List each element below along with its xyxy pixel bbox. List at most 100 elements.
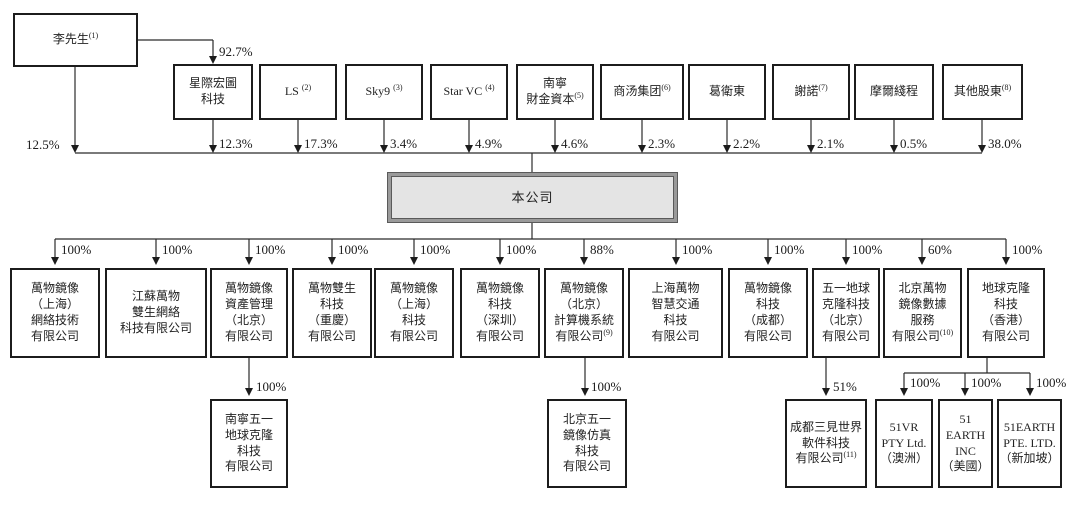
subsidiary-name: 萬物鏡像 （上海） 科技 有限公司 [389, 281, 438, 343]
ownership-pct: 38.0% [988, 136, 1022, 151]
sub-beijing-wanwu-data-box: 北京萬物 鏡像數據 服務 有限公司(10) [883, 268, 962, 358]
ownership-pct: 17.3% [304, 136, 338, 151]
shareholder-moore-threads-box: 摩爾綫程 [854, 64, 934, 120]
footnote-sup: (6) [661, 83, 671, 93]
ownership-pct: 100% [162, 242, 193, 257]
ownership-pct: 100% [682, 242, 713, 257]
subsidiary-name: 51EARTH PTE. LTD. （新加坡） [999, 419, 1060, 466]
ownership-pct: 88% [590, 242, 614, 257]
shareholder-star-vc-box: Star VC (4) [430, 64, 508, 120]
founder-box: 李先生(1) [13, 13, 138, 67]
sub-wanwu-chengdu-box: 萬物鏡像 科技 （成都） 有限公司 [728, 268, 808, 358]
shareholder-nanning-caijin-box: 南寧 財金資本(5) [516, 64, 594, 120]
ownership-pct: 100% [338, 242, 369, 257]
sub-jiangsu-wanwu-box: 江蘇萬物 雙生網絡 科技有限公司 [105, 268, 207, 358]
subsub-51earth-pte-box: 51EARTH PTE. LTD. （新加坡） [997, 399, 1062, 488]
footnote-sup: (11) [843, 450, 857, 460]
subsidiary-name: 萬物鏡像 資產管理 （北京） 有限公司 [224, 281, 273, 343]
ownership-pct: 100% [971, 375, 1002, 390]
ownership-pct: 100% [852, 242, 883, 257]
sub-51earth-clone-beijing-box: 五一地球 克隆科技 （北京） 有限公司 [812, 268, 880, 358]
shareholder-name: Star VC [443, 84, 483, 99]
subsidiary-name: 萬物鏡像 科技 （成都） 有限公司 [743, 281, 792, 343]
ownership-pct: 100% [61, 242, 92, 257]
footnote-sup: (5) [574, 91, 584, 100]
shareholder-xingji-hongtu-box: 星際宏圖 科技 [173, 64, 253, 120]
shareholder-name: LS [284, 84, 299, 99]
shareholder-shangtang-box: 商汤集团(6) [600, 64, 684, 120]
ownership-pct: 12.3% [219, 136, 253, 151]
subsub-chengdu-sanjian-box: 成都三見世界 軟件科技 有限公司(11) [785, 399, 867, 488]
sub-earth-clone-hk-box: 地球克隆 科技 （香港） 有限公司 [967, 268, 1045, 358]
ownership-pct: 2.3% [648, 136, 676, 151]
ownership-pct: 100% [420, 242, 451, 257]
subsidiary-name: 江蘇萬物 雙生網絡 科技有限公司 [119, 289, 192, 335]
footnote-sup: (8) [1001, 83, 1012, 93]
ownership-pct-founder-direct: 12.5% [26, 137, 60, 152]
subsidiary-name: 南寧五一 地球克隆 科技 有限公司 [224, 411, 273, 474]
ownership-pct: 100% [910, 375, 941, 390]
company-name: 本公司 [511, 189, 554, 205]
shareholder-name: 謝諾 [794, 84, 819, 99]
ownership-pct: 2.1% [817, 136, 845, 151]
subsidiary-name: 五一地球 克隆科技 （北京） 有限公司 [821, 281, 870, 343]
subsidiary-name: 51VR PTY Ltd. （澳洲） [879, 419, 928, 466]
ownership-pct: 100% [506, 242, 537, 257]
subsidiary-name: 51 EARTH INC （美國） [941, 411, 990, 474]
ownership-pct: 60% [928, 242, 952, 257]
sub-wanwu-shanghai-tech-box: 萬物鏡像 （上海） 科技 有限公司 [374, 268, 454, 358]
shareholder-name: 摩爾綫程 [869, 84, 918, 99]
shareholder-xie-nuo-box: 謝諾(7) [772, 64, 850, 120]
sub-wanwu-shenzhen-box: 萬物鏡像 科技 （深圳） 有限公司 [460, 268, 540, 358]
shareholder-name: 南寧 財金資本 [526, 76, 575, 106]
subsidiary-name: 成都三見世界 軟件科技 有限公司 [789, 419, 862, 466]
sub-shanghai-smart-traffic-box: 上海萬物 智慧交通 科技 有限公司 [628, 268, 723, 358]
shareholder-ge-weidong-box: 葛衛東 [688, 64, 766, 120]
sub-wanwu-beijing-computer-box: 萬物鏡像 （北京） 計算機系統 有限公司(9) [544, 268, 624, 358]
subsub-51-earth-inc-box: 51 EARTH INC （美國） [938, 399, 993, 488]
subsub-nanning-51earth-box: 南寧五一 地球克隆 科技 有限公司 [210, 399, 288, 488]
shareholder-name: Sky9 [365, 84, 391, 99]
subsidiary-name: 萬物鏡像 （上海） 網絡技術 有限公司 [30, 281, 79, 343]
shareholder-other-box: 其他股東(8) [942, 64, 1023, 120]
sub-wanwu-asset-mgmt-beijing-box: 萬物鏡像 資產管理 （北京） 有限公司 [210, 268, 288, 358]
sub-wanwu-chongqing-box: 萬物雙生 科技 （重慶） 有限公司 [292, 268, 372, 358]
footnote-sup: (2) [301, 83, 312, 93]
shareholder-sky9-box: Sky9 (3) [345, 64, 423, 120]
footnote-sup: (7) [818, 83, 828, 93]
footnote-sup: (10) [939, 327, 954, 337]
subsidiary-name: 地球克隆 科技 （香港） 有限公司 [981, 281, 1030, 343]
ownership-pct: 100% [255, 242, 286, 257]
shareholder-name: 葛衛東 [708, 84, 745, 99]
subsidiary-name: 萬物雙生 科技 （重慶） 有限公司 [307, 281, 356, 343]
ownership-pct: 100% [774, 242, 805, 257]
subsidiary-name: 北京萬物 鏡像數據 服務 有限公司 [891, 281, 947, 343]
footnote-sup: (4) [485, 83, 495, 93]
subsidiary-name: 北京五一 鏡像仿真 科技 有限公司 [562, 411, 611, 474]
ownership-pct: 3.4% [390, 136, 418, 151]
ownership-pct: 4.9% [475, 136, 503, 151]
shareholder-name: 其他股東 [953, 84, 1002, 99]
ownership-pct: 2.2% [733, 136, 761, 151]
ownership-pct: 100% [1036, 375, 1067, 390]
footnote-sup: (1) [88, 31, 99, 41]
subsub-beijing-51-simulation-box: 北京五一 鏡像仿真 科技 有限公司 [547, 399, 627, 488]
subsidiary-name: 萬物鏡像 科技 （深圳） 有限公司 [475, 281, 524, 343]
ownership-pct: 100% [591, 379, 622, 394]
subsidiary-name: 萬物鏡像 （北京） 計算機系統 有限公司 [553, 281, 614, 343]
company-box: 本公司 [387, 172, 678, 223]
subsub-51vr-pty-box: 51VR PTY Ltd. （澳洲） [875, 399, 933, 488]
ownership-pct: 100% [1012, 242, 1043, 257]
shareholder-name: 星際宏圖 科技 [188, 76, 237, 106]
ownership-pct-founder-holdco: 92.7% [219, 44, 253, 59]
ownership-pct: 100% [256, 379, 287, 394]
shareholder-name: 商汤集团 [613, 84, 662, 99]
ownership-pct: 4.6% [561, 136, 589, 151]
ownership-pct: 0.5% [900, 136, 928, 151]
founder-name: 李先生 [52, 32, 89, 47]
ownership-pct: 51% [833, 379, 857, 394]
shareholder-ls-box: LS (2) [259, 64, 337, 120]
sub-wanwu-shanghai-network-box: 萬物鏡像 （上海） 網絡技術 有限公司 [10, 268, 100, 358]
